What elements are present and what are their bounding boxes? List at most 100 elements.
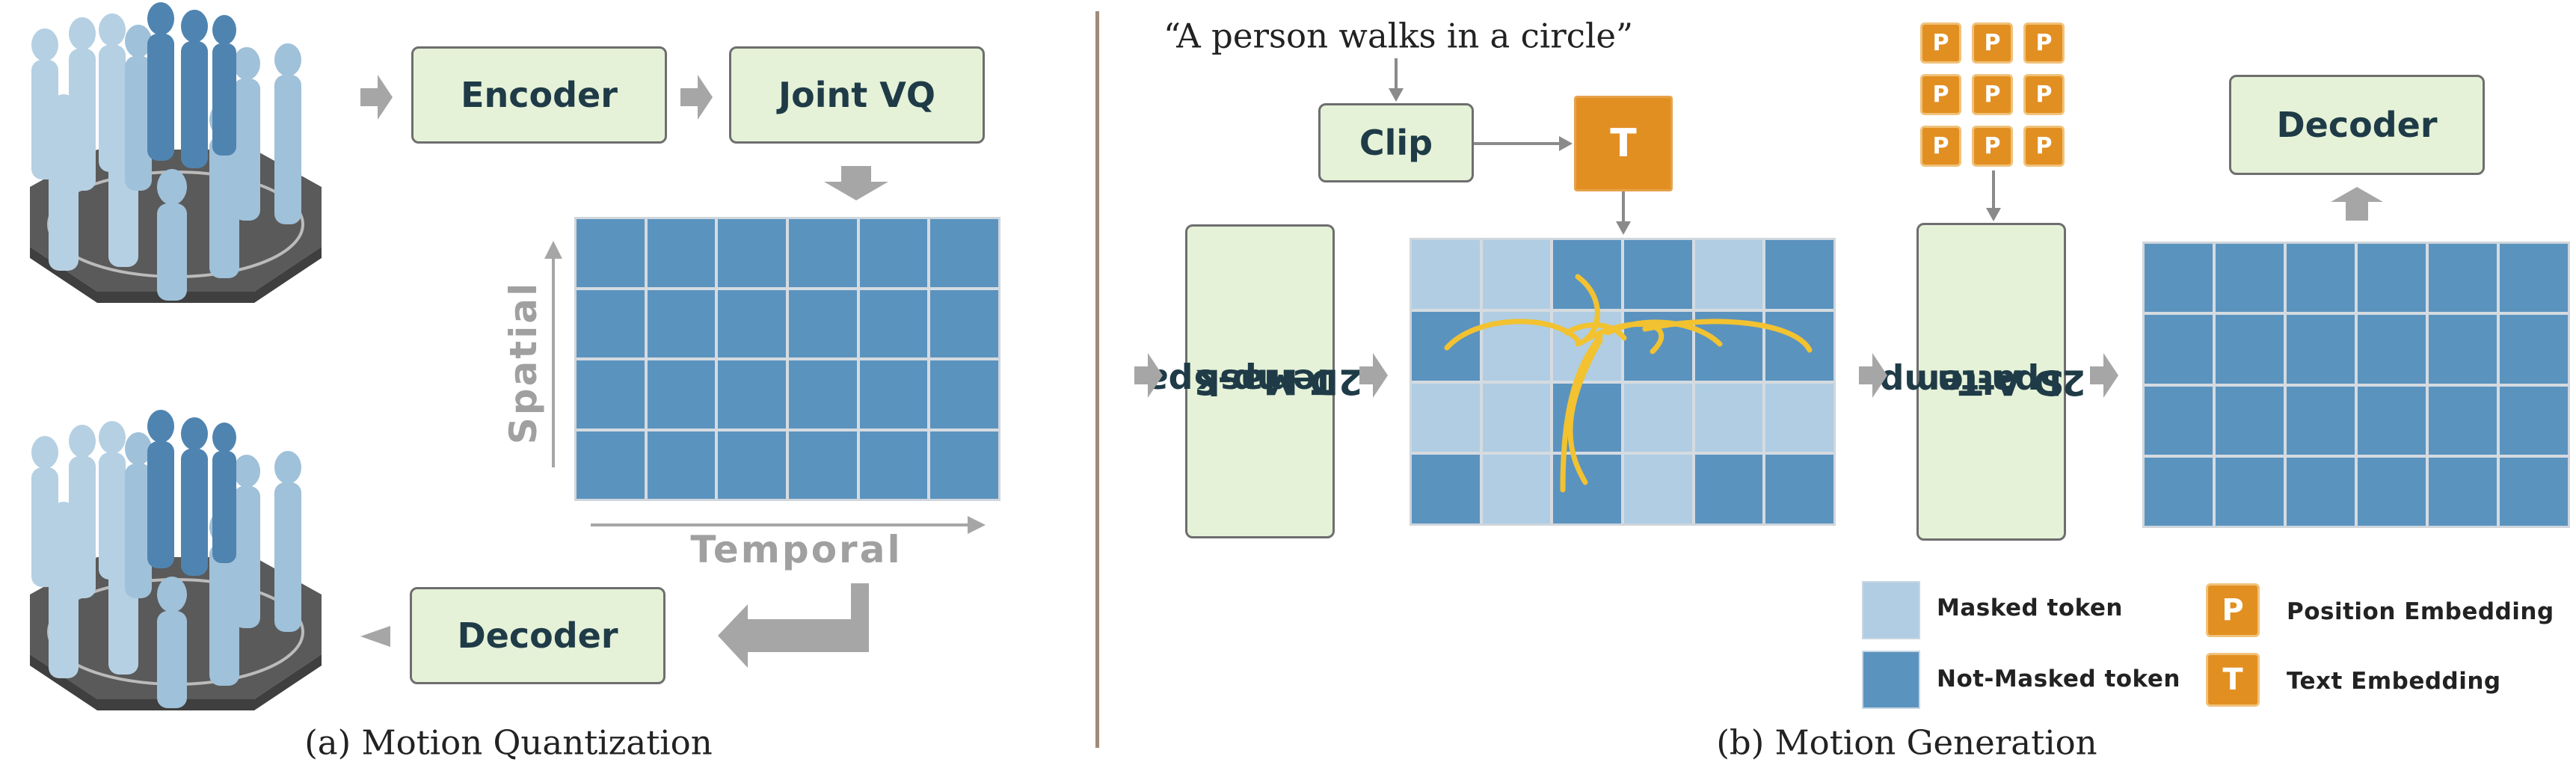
arrow-grid-to-attn — [1859, 353, 1887, 398]
temp-spa-2d-mask-box: Temp-Spa 2D Mask — [1146, 224, 1362, 538]
output-token-unmasked — [2500, 315, 2568, 384]
token-masked — [1482, 455, 1551, 523]
arrow-vq-to-grid — [824, 166, 888, 200]
attention-curves — [1444, 274, 1813, 493]
output-token-unmasked — [2145, 244, 2213, 313]
arrow-attn-to-output — [2090, 353, 2118, 398]
arrow-into-mask — [1134, 353, 1163, 398]
token-unmasked — [1694, 455, 1763, 523]
arrow-mask-to-grid — [1359, 353, 1388, 398]
legend-text-icon: T — [2206, 653, 2260, 707]
position-token: P — [2023, 126, 2065, 167]
motion-token-unmasked — [930, 289, 998, 357]
legend-position-label: Position Embedding — [2287, 598, 2554, 625]
legend-position-icon: P — [2206, 583, 2260, 637]
motion-token-unmasked — [647, 431, 716, 499]
output-token-unmasked — [2216, 386, 2284, 455]
token-masked — [1412, 383, 1480, 452]
motion-figure-bottom — [30, 410, 322, 710]
arrow-encoder-to-vq — [680, 75, 713, 120]
legend-masked-swatch — [1862, 581, 1920, 639]
motion-token-unmasked — [577, 289, 645, 357]
output-token-unmasked — [2145, 457, 2213, 526]
arrow-figure-to-encoder — [360, 75, 393, 120]
position-token: P — [1972, 74, 2013, 115]
token-masked — [1765, 383, 1833, 452]
position-token: P — [1920, 126, 1961, 167]
motion-token-unmasked — [788, 431, 857, 499]
position-token: P — [1920, 22, 1961, 64]
output-token-unmasked — [2429, 244, 2497, 313]
decoder-box-left: Decoder — [410, 587, 665, 684]
motion-token-unmasked — [859, 431, 928, 499]
text-token: T — [1574, 96, 1673, 191]
motion-token-unmasked — [577, 360, 645, 428]
motion-token-unmasked — [930, 431, 998, 499]
token-unmasked — [1765, 455, 1833, 523]
motion-token-unmasked — [647, 219, 716, 287]
caption-motion-generation: (b) Motion Generation — [1716, 722, 2097, 763]
output-token-unmasked — [2216, 457, 2284, 526]
legend-text-label: Text Embedding — [2287, 668, 2501, 695]
text-prompt: “A person walks in a circle” — [1163, 16, 1633, 56]
motion-token-unmasked — [788, 289, 857, 357]
arrow-decoder-to-figure — [360, 626, 390, 647]
output-token-unmasked — [2358, 244, 2426, 313]
output-token-unmasked — [2145, 315, 2213, 384]
token-unmasked — [1765, 311, 1833, 381]
output-token-grid — [2142, 242, 2570, 528]
output-token-unmasked — [2429, 457, 2497, 526]
temporal-axis-label: Temporal — [690, 528, 903, 571]
output-token-unmasked — [2500, 244, 2568, 313]
position-token: P — [1972, 22, 2013, 64]
clip-to-text-token-head — [1559, 136, 1573, 151]
token-unmasked — [1553, 240, 1621, 309]
motion-token-unmasked — [647, 289, 716, 357]
motion-figure-top — [30, 2, 322, 303]
position-token: P — [2023, 22, 2065, 64]
motion-token-unmasked — [577, 219, 645, 287]
clip-box: Clip — [1318, 103, 1474, 182]
masked-token-grid — [1410, 238, 1836, 526]
output-token-unmasked — [2216, 244, 2284, 313]
prompt-to-clip-head — [1389, 88, 1404, 102]
motion-token-unmasked — [577, 431, 645, 499]
legend-masked-label: Masked token — [1937, 595, 2124, 621]
motion-token-unmasked — [930, 360, 998, 428]
output-token-unmasked — [2287, 244, 2355, 313]
spatial-axis-head — [544, 241, 562, 259]
arrow-grid-to-decoder — [718, 583, 869, 668]
output-token-unmasked — [2500, 457, 2568, 526]
token-masked — [1623, 455, 1692, 523]
output-token-unmasked — [2287, 457, 2355, 526]
motion-token-unmasked — [788, 219, 857, 287]
output-token-unmasked — [2287, 386, 2355, 455]
arrow-output-to-decoder — [2331, 187, 2383, 221]
output-token-unmasked — [2500, 386, 2568, 455]
position-to-attn-head — [1986, 208, 2001, 221]
token-masked — [1623, 383, 1692, 452]
motion-token-unmasked — [718, 431, 786, 499]
joint-vq-box: Joint VQ — [729, 46, 985, 144]
position-token: P — [1972, 126, 2013, 167]
motion-token-unmasked — [930, 219, 998, 287]
quantized-token-grid — [574, 217, 1000, 501]
decoder-box-right: Decoder — [2229, 75, 2485, 175]
output-token-unmasked — [2358, 315, 2426, 384]
motion-token-unmasked — [859, 289, 928, 357]
token-unmasked — [1765, 240, 1833, 309]
token-unmasked — [1623, 240, 1692, 309]
token-unmasked — [1412, 455, 1480, 523]
token-masked — [1694, 383, 1763, 452]
motion-token-unmasked — [718, 219, 786, 287]
panel-divider — [1095, 11, 1099, 748]
caption-motion-quantization: (a) Motion Quantization — [304, 722, 713, 763]
output-token-unmasked — [2429, 315, 2497, 384]
temporal-axis-head — [968, 516, 986, 534]
text-token-to-grid-head — [1616, 221, 1631, 235]
output-token-unmasked — [2216, 315, 2284, 384]
encoder-box: Encoder — [411, 46, 667, 144]
output-token-unmasked — [2358, 386, 2426, 455]
legend-not-masked-swatch — [1862, 651, 1920, 709]
